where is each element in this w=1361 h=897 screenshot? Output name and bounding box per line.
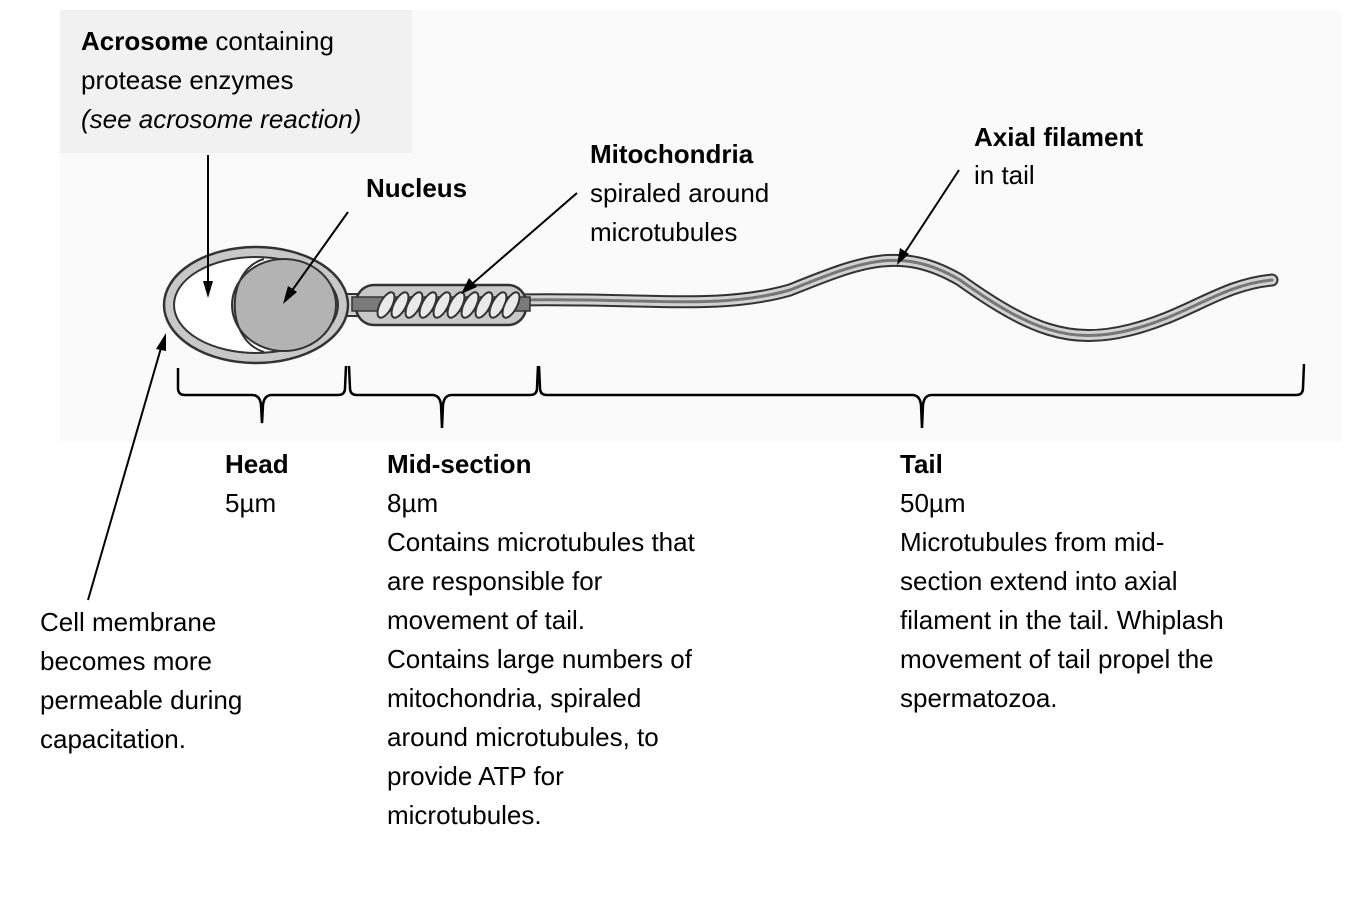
midsection-line-5: mitochondria, spiraled xyxy=(387,683,642,713)
nucleus-title: Nucleus xyxy=(366,173,468,203)
tail-size: 50µm xyxy=(900,488,966,518)
tail-line-2: section extend into axial xyxy=(900,566,1178,596)
midsection-line-1: Contains microtubules that xyxy=(387,527,695,557)
membrane-line-2: becomes more xyxy=(40,646,212,676)
tail-brace xyxy=(537,363,1306,429)
size-braces xyxy=(176,363,1306,429)
acrosome-title: Acrosome xyxy=(81,26,209,56)
acrosome-label-background xyxy=(60,10,412,153)
midsection-line-3: movement of tail. xyxy=(387,605,585,635)
tail-line-1: Microtubules from mid- xyxy=(900,527,1165,557)
membrane-pointer-line xyxy=(87,347,162,601)
tail-title: Tail xyxy=(900,449,943,479)
mitochondria-title: Mitochondria xyxy=(590,139,754,169)
acrosome-line2: protease enzymes xyxy=(81,65,294,95)
mitochondria-arrowhead xyxy=(461,278,477,294)
axial-arrowhead xyxy=(897,248,909,265)
axial-line2: in tail xyxy=(974,160,1035,190)
nucleus-arrowhead xyxy=(283,286,297,304)
midsection-shape xyxy=(351,283,531,327)
midsection-line-7: provide ATP for xyxy=(387,761,564,791)
acrosome-title-rest: containing xyxy=(208,26,334,56)
tail-shape xyxy=(513,253,1279,342)
head-brace xyxy=(176,365,348,424)
nucleus-pointer-line xyxy=(290,211,349,293)
midsection-line-6: around microtubules, to xyxy=(387,722,659,752)
head-title: Head xyxy=(225,449,289,479)
acrosome-line3: (see acrosome reaction) xyxy=(81,104,362,134)
nucleus-shape xyxy=(231,258,337,352)
tail-line-4: movement of tail propel the xyxy=(900,644,1214,674)
tail-line-5: spermatozoa. xyxy=(900,683,1058,713)
axial-pointer-line xyxy=(903,169,960,255)
membrane-line-1: Cell membrane xyxy=(40,607,217,637)
head-size: 5µm xyxy=(225,488,277,518)
midsection-brace xyxy=(347,365,540,429)
midsection-line-8: microtubules. xyxy=(387,800,542,830)
midsection-line-4: Contains large numbers of xyxy=(387,644,692,674)
midsection-size: 8µm xyxy=(387,488,439,518)
membrane-arrowhead xyxy=(156,333,166,351)
mitochondria-spiral xyxy=(376,291,521,319)
pointer-lines xyxy=(87,155,960,601)
membrane-line-4: capacitation. xyxy=(40,724,186,754)
mitochondria-pointer-line xyxy=(471,192,578,285)
mitochondria-line3: microtubules xyxy=(590,217,738,247)
acrosome-label: Acrosome containing xyxy=(81,22,334,61)
membrane-line-3: permeable during xyxy=(40,685,243,715)
midsection-title: Mid-section xyxy=(387,449,532,479)
midsection-line-2: are responsible for xyxy=(387,566,603,596)
head-shape xyxy=(162,245,350,365)
acrosome-arrowhead xyxy=(203,281,213,298)
tail-line-3: filament in the tail. Whiplash xyxy=(900,605,1224,635)
axial-title: Axial filament xyxy=(974,122,1144,152)
mitochondria-line2: spiraled around xyxy=(590,178,770,208)
